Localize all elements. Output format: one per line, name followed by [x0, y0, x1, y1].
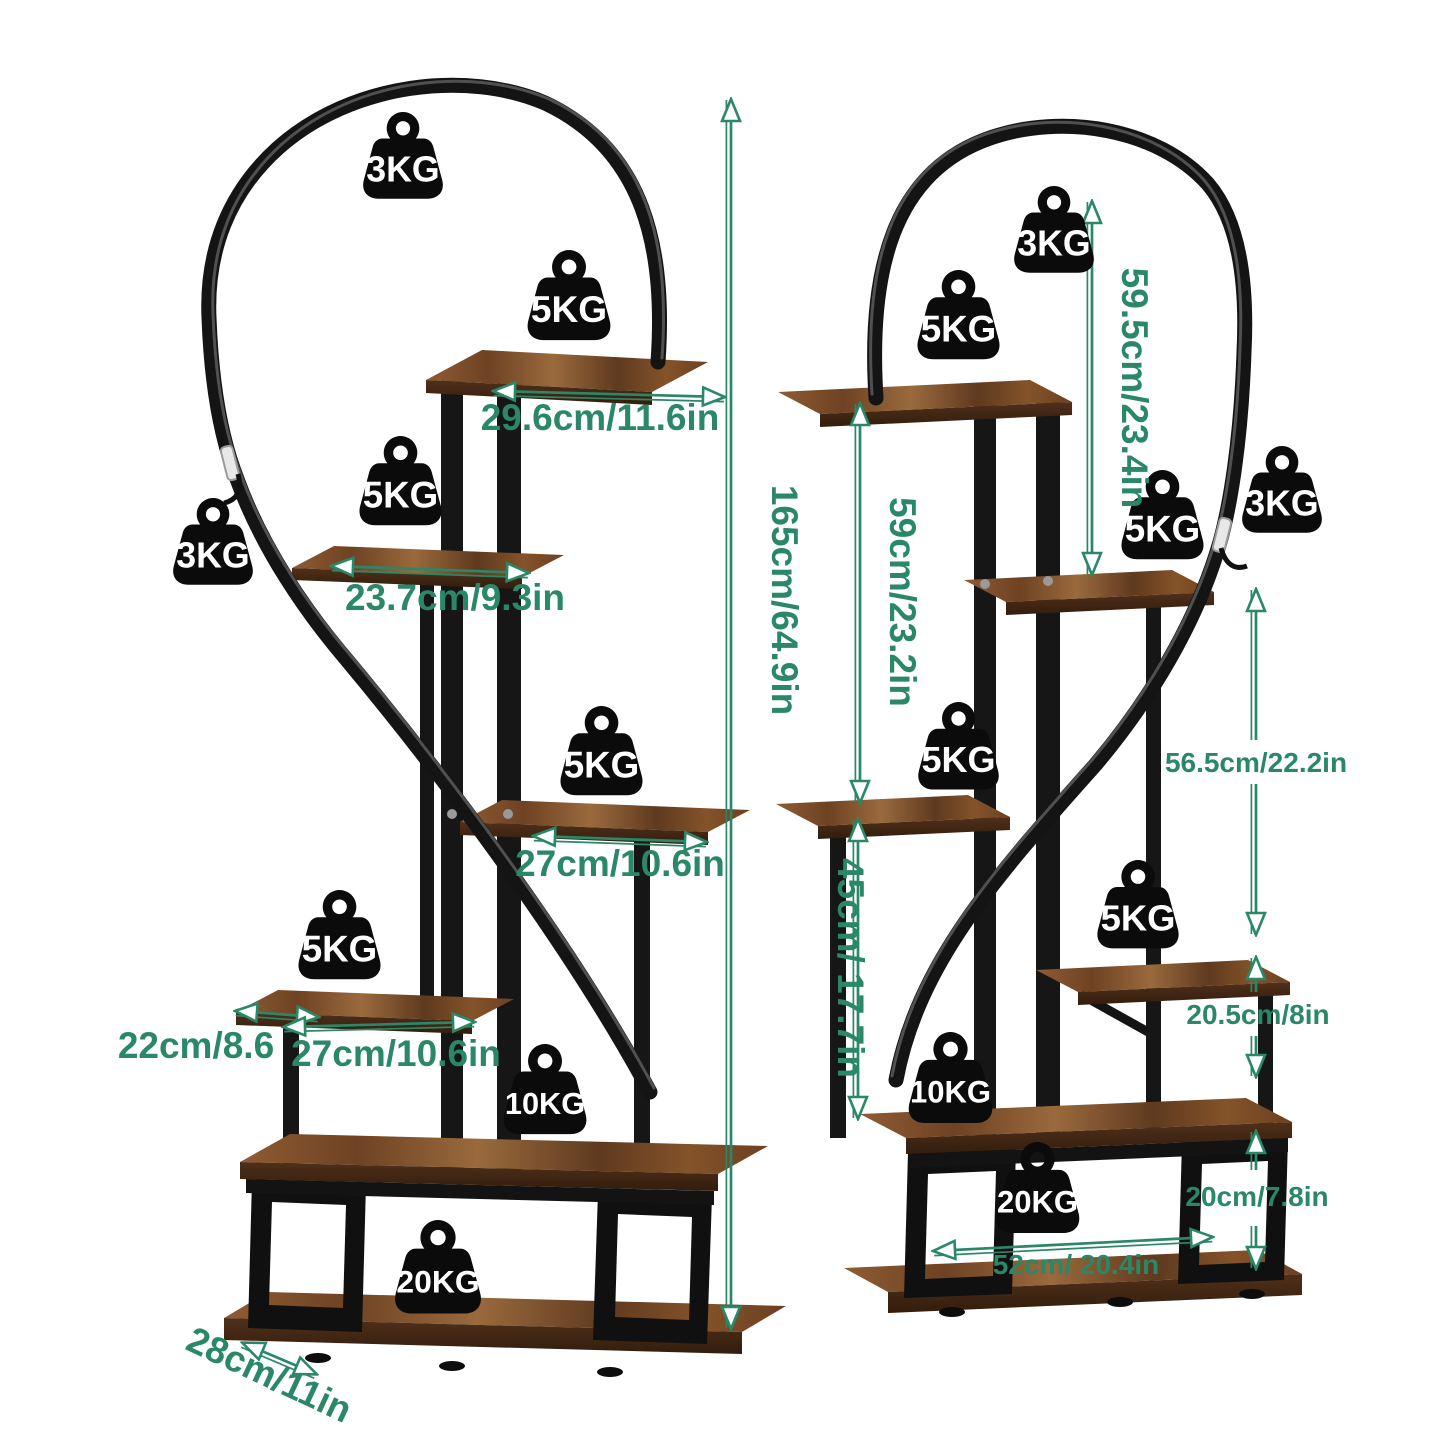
bolt — [447, 809, 457, 819]
dim-label-tier4-width: 27cm/10.6in — [291, 1033, 501, 1074]
weight-badge-left-tier2: 5KG — [359, 436, 442, 526]
right-foot-pad — [1107, 1297, 1133, 1307]
dim-label-tier1-to-tier3: 59cm/23.2in — [882, 497, 923, 707]
dim-label-tier2-width: 23.7cm/9.3in — [345, 577, 565, 618]
right-hanging-hook — [1218, 547, 1248, 570]
weight-label: 5KG — [302, 928, 378, 969]
left-foot-pad — [597, 1367, 623, 1377]
weight-label: 20KG — [997, 1185, 1078, 1220]
dimension-arrow-line — [243, 1343, 316, 1374]
dim-label-base-height: 20cm/7.8in — [1185, 1181, 1328, 1212]
right-shelf-tier2 — [964, 570, 1214, 615]
weight-badge-left-tier4: 5KG — [298, 890, 381, 980]
right-shelf-tier1 — [778, 380, 1072, 427]
weight-badge-left-tier1: 5KG — [527, 250, 611, 341]
dimension-arrow-line — [534, 836, 706, 842]
weight-label: 5KG — [921, 739, 995, 780]
left-center-column-b — [497, 376, 521, 1172]
right-foot-pad — [1239, 1289, 1265, 1299]
bolt — [980, 579, 990, 589]
bolt — [503, 809, 513, 819]
left-base — [224, 1134, 786, 1377]
weight-label: 5KG — [531, 288, 607, 330]
left-hanging-hook — [223, 473, 243, 506]
right-shelf-tier4 — [1036, 960, 1290, 1005]
weight-label: 3KG — [1245, 483, 1318, 523]
weight-label: 5KG — [564, 744, 640, 785]
weight-badge-right-hook: 3KG — [1242, 446, 1322, 533]
dim-label-tier2-to-tier4: 56.5cm/22.2in — [1165, 747, 1347, 778]
weight-badge-right-tier5: 10KG — [908, 1032, 993, 1123]
weight-label: 3KG — [176, 535, 249, 575]
weight-badge-left-tier3: 5KG — [560, 706, 643, 796]
weight-badge-right-tier4: 5KG — [1097, 860, 1179, 949]
dim-label-total-height: 165cm/64.9in — [764, 485, 805, 715]
weight-badge-left-base: 20KG — [395, 1220, 481, 1314]
dim-label-tier3-to-base: 45cm/ 17.7in — [830, 858, 871, 1078]
weight-label: 3KG — [1017, 223, 1090, 263]
weight-badge-right-tier3: 5KG — [918, 702, 999, 790]
plant-stand-left — [201, 77, 786, 1377]
right-tier3-leg — [830, 828, 846, 1138]
weight-label: 5KG — [1125, 508, 1201, 549]
weight-label: 5KG — [921, 308, 997, 349]
dimension-arrow-line — [494, 391, 724, 397]
right-heart-arch-highlight — [869, 120, 1243, 1078]
left-tier4-leg — [283, 1018, 299, 1170]
weight-badge-right-tier2: 5KG — [1121, 470, 1204, 560]
left-heart-arch-highlight — [211, 79, 666, 1090]
weight-badge-right-base: 20KG — [995, 1142, 1080, 1233]
left-tier2-leg — [420, 578, 434, 1016]
right-center-column-b — [1036, 402, 1060, 1135]
weight-label: 10KG — [505, 1086, 585, 1121]
right-hook-clip — [1211, 516, 1233, 554]
right-heart-arch — [867, 118, 1253, 1088]
dimension-arrow-line — [284, 1022, 474, 1027]
dimension-arrow-line — [934, 1237, 1212, 1251]
weight-label: 3KG — [366, 149, 439, 189]
dim-label-tier3-width: 27cm/10.6in — [515, 843, 725, 884]
weight-label: 10KG — [910, 1075, 991, 1110]
dim-label-tier1-width: 29.6cm/11.6in — [481, 397, 720, 438]
weight-badge-left-hook: 3KG — [173, 498, 253, 585]
weight-badge-left-tier5: 10KG — [503, 1044, 587, 1135]
bolt — [1043, 576, 1053, 586]
weight-badge-left-arch-top: 3KG — [363, 112, 443, 199]
left-hook-clip — [219, 444, 241, 482]
dimension-arrow-line — [332, 566, 528, 573]
right-base — [844, 1098, 1302, 1317]
left-foot-pad — [439, 1361, 465, 1371]
weight-badge-right-tier1: 5KG — [917, 270, 1000, 360]
dim-label-base-width: 52cm/ 20.4in — [993, 1249, 1160, 1280]
weight-label: 5KG — [363, 474, 439, 515]
weight-label: 20KG — [396, 1264, 479, 1300]
weight-badge-right-arch-top: 3KG — [1014, 186, 1094, 273]
dim-label-arch-to-tier2: 59.5cm/23.4in — [1114, 268, 1155, 509]
weight-label: 5KG — [1101, 898, 1176, 939]
dimension-annotations — [236, 100, 1256, 1380]
right-foot-pad — [939, 1307, 965, 1317]
left-foot-pad — [305, 1353, 331, 1363]
left-heart-arch — [201, 77, 668, 1100]
dim-label-tier4-depth: 22cm/8.6 — [118, 1025, 274, 1066]
dim-label-tier4-to-base: 20.5cm/8in — [1186, 999, 1329, 1030]
